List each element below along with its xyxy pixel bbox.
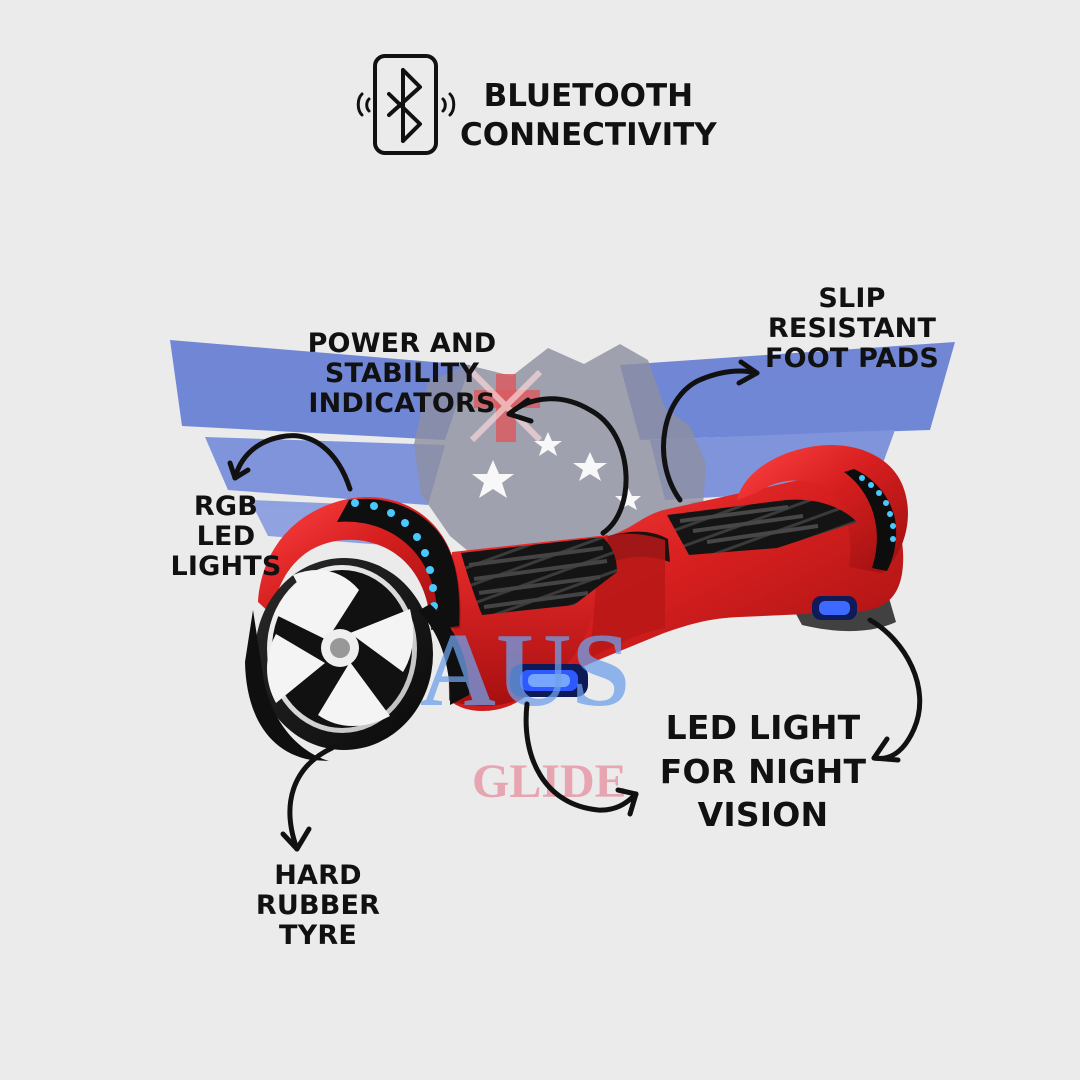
- rgb-led-callout: RGB LED LIGHTS: [170, 491, 282, 583]
- arrow-icon: [506, 396, 629, 536]
- night-led-icon: [510, 664, 588, 697]
- arrow-icon: [867, 617, 923, 763]
- watermark-glide-text: GLIDE: [472, 755, 627, 808]
- bluetooth-icon: [356, 54, 456, 155]
- bluetooth-label: BLUETOOTH CONNECTIVITY: [460, 78, 717, 153]
- hoverboard-icon: [245, 444, 908, 761]
- power-stability-callout: POWER AND STABILITY INDICATORS: [307, 328, 497, 420]
- aus-glide-watermark: AUS GLIDE: [420, 611, 630, 808]
- far-night-led-icon: [812, 596, 857, 620]
- arrow-icon: [661, 359, 760, 503]
- arrow-icon: [227, 433, 353, 492]
- arrow-icon: [280, 745, 335, 852]
- hard-rubber-callout: HARD RUBBER TYRE: [255, 860, 381, 952]
- far-led-strip: [859, 475, 896, 542]
- arrow-icon-group: [227, 359, 923, 852]
- slip-resistant-callout: SLIP RESISTANT FOOT PADS: [764, 283, 940, 375]
- led-night-callout: LED LIGHT FOR NIGHT VISION: [659, 708, 867, 835]
- arrow-icon: [523, 701, 639, 817]
- wheel-spokes: [267, 570, 414, 726]
